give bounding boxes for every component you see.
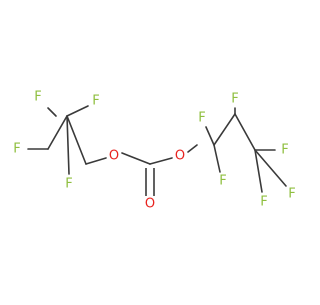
bond-c7-f10 (254, 149, 287, 187)
atom-f10: F (288, 187, 295, 202)
bond-c4-o3 (149, 157, 173, 165)
bond-c5-c6 (213, 113, 236, 146)
bond-c5-f5 (205, 126, 215, 146)
atom-f7: F (231, 92, 238, 107)
atom-o2: O (145, 197, 155, 212)
atom-o1: O (109, 149, 119, 164)
atom-f2: F (13, 142, 20, 157)
atom-labels: F F F F O O O F F F F F F (13, 90, 295, 212)
bond-o1-c4 (121, 152, 151, 165)
bond-lines (27, 105, 287, 196)
bond-c1-f1 (47, 107, 57, 117)
atom-f5: F (198, 111, 205, 126)
bond-c3-o1 (85, 157, 107, 165)
structure-canvas: F F F F O O O F F F F F F (13, 90, 295, 212)
bond-c7-f9 (254, 149, 263, 193)
molecule-structure: F F F F O O O F F F F F F (13, 90, 295, 212)
atom-f4: F (65, 177, 72, 192)
atom-f3: F (92, 94, 99, 109)
bond-c6-c7 (234, 113, 256, 151)
atom-f8: F (281, 143, 288, 158)
bond-c5-f6 (213, 144, 221, 173)
bond-c2-f3 (66, 105, 89, 117)
atom-f9: F (260, 195, 267, 210)
bond-o3-c5 (187, 144, 198, 153)
atom-f1: F (34, 90, 41, 105)
bond-c2-f4 (66, 115, 70, 175)
bond-c2-c3 (66, 115, 87, 165)
atom-f6: F (219, 174, 226, 189)
bond-c1-c2 (47, 115, 68, 150)
atom-o3: O (175, 149, 185, 164)
